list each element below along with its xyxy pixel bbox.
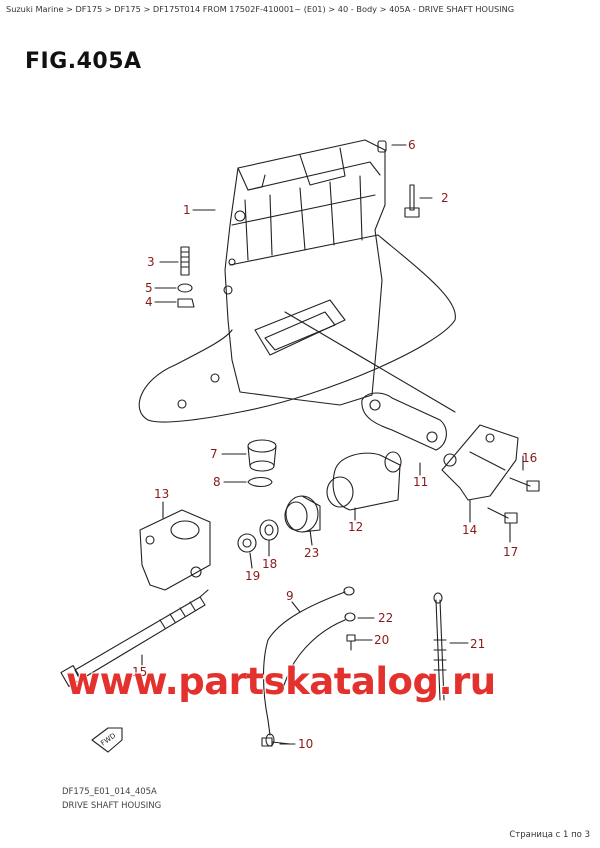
bolt-part-17 <box>487 507 518 524</box>
callout-20: 20 <box>374 633 389 647</box>
pin-part-6 <box>377 140 387 153</box>
callout-23: 23 <box>304 546 319 560</box>
bracket-part-13 <box>139 509 211 591</box>
callout-14: 14 <box>462 523 477 537</box>
callout-2: 2 <box>441 191 449 205</box>
diagram-code: DF175_E01_014_405A <box>62 787 157 797</box>
figure-title: FIG.405A <box>25 49 142 74</box>
screw-part-20 <box>346 634 356 651</box>
fwd-label: FWD <box>99 732 117 748</box>
wire-part-21 <box>433 592 447 701</box>
washer-part-5 <box>177 283 193 293</box>
callout-22: 22 <box>378 611 393 625</box>
breadcrumb: Suzuki Marine > DF175 > DF175 > DF175T01… <box>6 4 515 14</box>
leader-lines <box>141 144 524 745</box>
callout-21: 21 <box>470 637 485 651</box>
diagram-caption: DRIVE SHAFT HOUSING <box>62 801 162 811</box>
callout-10: 10 <box>298 737 313 751</box>
nut-part-4 <box>177 298 195 308</box>
callout-17: 17 <box>503 545 518 559</box>
callout-11: 11 <box>413 475 428 489</box>
callout-19: 19 <box>245 569 260 583</box>
callout-15: 15 <box>132 665 147 679</box>
callout-9: 9 <box>286 589 294 603</box>
washer-part-18 <box>259 519 279 541</box>
callout-1: 1 <box>183 203 191 217</box>
callout-3: 3 <box>147 255 155 269</box>
bracket-part-14 <box>441 424 519 501</box>
callout-4: 4 <box>145 295 153 309</box>
callout-8: 8 <box>213 475 221 489</box>
mount-part-12 <box>326 451 402 511</box>
bolt-part-16 <box>509 477 540 492</box>
callout-6: 6 <box>408 138 416 152</box>
bolt-part-2 <box>404 184 420 218</box>
bush-part-7 <box>247 439 277 472</box>
bolt-part-15 <box>60 589 209 687</box>
drive-shaft-housing-part <box>138 139 456 423</box>
washer-part-19 <box>237 533 257 553</box>
callout-16: 16 <box>522 451 537 465</box>
bush-part-23 <box>284 495 321 533</box>
callout-13: 13 <box>154 487 169 501</box>
fwd-arrow-icon <box>91 727 123 753</box>
callout-7: 7 <box>210 447 218 461</box>
clip-part-8 <box>247 476 273 488</box>
wire-part-22 <box>281 612 356 691</box>
stud-part-3 <box>180 246 190 276</box>
callout-5: 5 <box>145 281 153 295</box>
callout-12: 12 <box>348 520 363 534</box>
watermark: www.partskatalog.ru <box>66 660 496 703</box>
callout-18: 18 <box>262 557 277 571</box>
page-counter: Страница с 1 по 3 <box>509 830 590 840</box>
rubber-mount-part-11 <box>361 392 447 451</box>
